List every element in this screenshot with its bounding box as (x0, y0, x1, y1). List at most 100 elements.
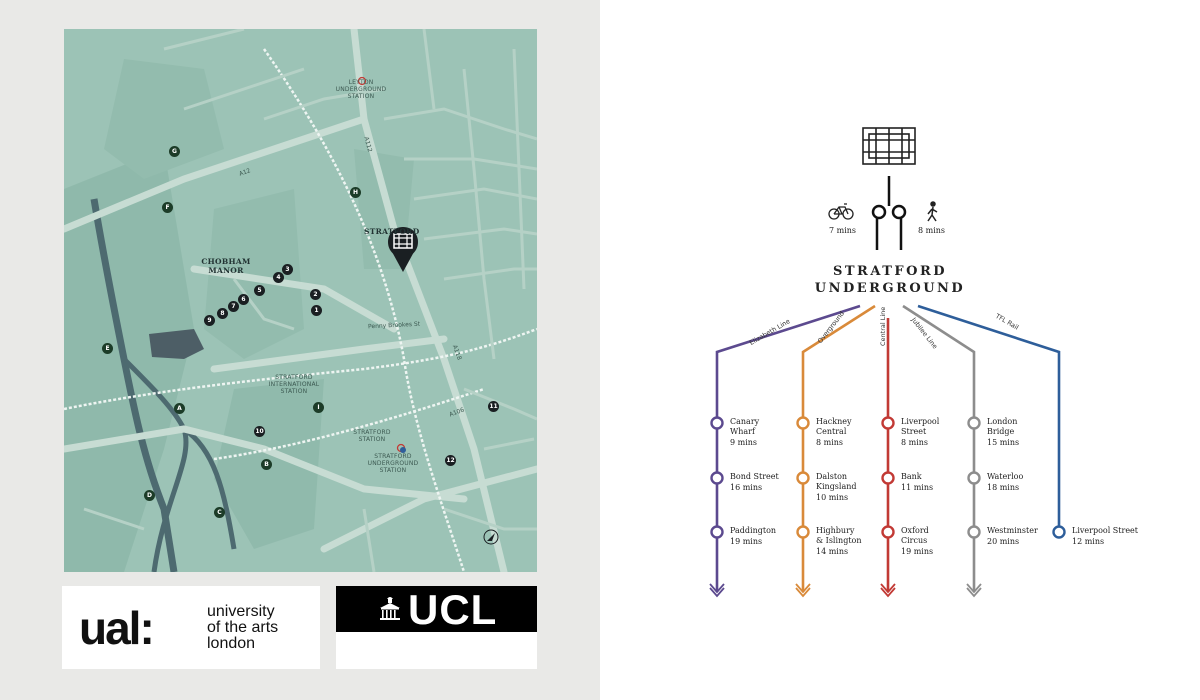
stop-marker[interactable] (710, 525, 724, 539)
line-arrow (880, 583, 896, 598)
stop-marker[interactable] (1052, 525, 1066, 539)
ual-logo-text: university of the arts london (207, 603, 279, 652)
transport-diagram (709, 127, 1066, 598)
line-track-jubilee-line (902, 304, 976, 592)
stop-label[interactable]: London Bridge 15 mins (987, 417, 1019, 448)
map-marker-f[interactable]: F (162, 202, 173, 213)
stop-name: Liverpool Street (1072, 526, 1139, 535)
stop-name: Westminster (987, 526, 1038, 535)
stop-marker[interactable] (967, 525, 981, 539)
stop-name: Bank (901, 472, 922, 481)
map-marker-c[interactable]: C (214, 507, 225, 518)
stop-time: 12 mins (1072, 537, 1105, 546)
map-marker-3[interactable]: 3 (282, 264, 293, 275)
map-marker-6[interactable]: 6 (238, 294, 249, 305)
map-marker-8[interactable]: 8 (217, 308, 228, 319)
stop-name: Paddington (730, 526, 777, 535)
map-marker-d[interactable]: D (144, 490, 155, 501)
stop-time: 19 mins (730, 537, 763, 546)
development-logo-icon (862, 127, 916, 165)
map-panel: LEYTON UNDERGROUND STATION STRATFORD CHO… (0, 0, 600, 700)
map-marker-4[interactable]: 4 (273, 272, 284, 283)
ucl-logo: UCL (336, 586, 537, 669)
leyton-station-label: LEYTON UNDERGROUND STATION (335, 79, 387, 100)
stop-label[interactable]: Liverpool Street 12 mins (1072, 526, 1138, 547)
stop-time: 8 mins (816, 438, 844, 447)
bicycle-icon (828, 203, 854, 220)
map-streets (64, 29, 537, 572)
stop-time: 8 mins (901, 438, 929, 447)
stop-name: Dalston Kingsland (816, 472, 857, 491)
map-marker-5[interactable]: 5 (254, 285, 265, 296)
walk-time: 8 mins (918, 226, 946, 235)
stop-marker[interactable] (967, 471, 981, 485)
map-marker-11[interactable]: 11 (488, 401, 499, 412)
ual-logo: ual: university of the arts london (62, 586, 320, 669)
stop-time: 18 mins (987, 483, 1020, 492)
stop-label[interactable]: Canary Wharf 9 mins (730, 417, 759, 448)
stop-marker[interactable] (796, 416, 810, 430)
map-marker-10[interactable]: 10 (254, 426, 265, 437)
line-arrow (795, 583, 811, 598)
station-title-line1: STRATFORD (832, 264, 948, 279)
stop-name: Canary Wharf (730, 417, 760, 436)
map-marker-i[interactable]: I (313, 402, 324, 413)
stop-label[interactable]: Waterloo 18 mins (987, 472, 1023, 493)
stop-name: Hackney Central (816, 417, 852, 436)
line-track-overground (801, 304, 876, 592)
stop-time: 20 mins (987, 537, 1020, 546)
stop-label[interactable]: Bank 11 mins (901, 472, 933, 493)
stop-marker[interactable] (881, 416, 895, 430)
stop-label[interactable]: Liverpool Street 8 mins (901, 417, 939, 448)
stop-marker[interactable] (796, 525, 810, 539)
stop-label[interactable]: Hackney Central 8 mins (816, 417, 851, 448)
stop-name: London Bridge (987, 417, 1018, 436)
line-name-central-line: Central Line (879, 306, 887, 346)
stratford-international-label: STRATFORD INTERNATIONAL STATION (268, 374, 320, 395)
chobham-manor-label: CHOBHAM MANOR (201, 257, 251, 275)
map-marker-12[interactable]: 12 (445, 455, 456, 466)
map-marker-b[interactable]: B (261, 459, 272, 470)
stop-time: 19 mins (901, 547, 934, 556)
stop-name: Liverpool Street (901, 417, 940, 436)
stop-name: Bond Street (730, 472, 779, 481)
stop-time: 11 mins (901, 483, 934, 492)
stratford-station-label: STRATFORD STATION (353, 429, 391, 443)
stop-marker[interactable] (881, 471, 895, 485)
stop-label[interactable]: Bond Street 16 mins (730, 472, 779, 493)
stop-marker[interactable] (967, 416, 981, 430)
stop-marker[interactable] (881, 525, 895, 539)
bike-time: 7 mins (829, 226, 857, 235)
stop-name: Oxford Circus (901, 526, 929, 545)
line-arrow (966, 583, 982, 598)
stop-label[interactable]: Oxford Circus 19 mins (901, 526, 933, 557)
line-track-elizabeth-line (715, 304, 861, 592)
stop-time: 16 mins (730, 483, 763, 492)
stop-label[interactable]: Westminster 20 mins (987, 526, 1038, 547)
stop-label[interactable]: Paddington 19 mins (730, 526, 776, 547)
stratford-label: STRATFORD (364, 227, 420, 236)
area-map[interactable]: LEYTON UNDERGROUND STATION STRATFORD CHO… (64, 29, 537, 572)
walking-icon (927, 201, 938, 222)
stop-marker[interactable] (710, 471, 724, 485)
map-marker-1[interactable]: 1 (311, 305, 322, 316)
map-marker-7[interactable]: 7 (228, 301, 239, 312)
map-marker-g[interactable]: G (169, 146, 180, 157)
ucl-logo-text: UCL (408, 586, 498, 633)
stop-name: Waterloo (987, 472, 1024, 481)
stop-time: 9 mins (730, 438, 758, 447)
map-marker-h[interactable]: H (350, 187, 361, 198)
stop-marker[interactable] (796, 471, 810, 485)
map-marker-a[interactable]: A (174, 403, 185, 414)
line-arrow (709, 583, 725, 598)
ucl-portico-icon (380, 597, 400, 620)
station-title-line2: UNDERGROUND (814, 281, 966, 296)
map-marker-e[interactable]: E (102, 343, 113, 354)
stop-name: Highbury & Islington (816, 526, 862, 545)
stop-marker[interactable] (710, 416, 724, 430)
map-marker-9[interactable]: 9 (204, 315, 215, 326)
stop-time: 15 mins (987, 438, 1020, 447)
map-marker-2[interactable]: 2 (310, 289, 321, 300)
